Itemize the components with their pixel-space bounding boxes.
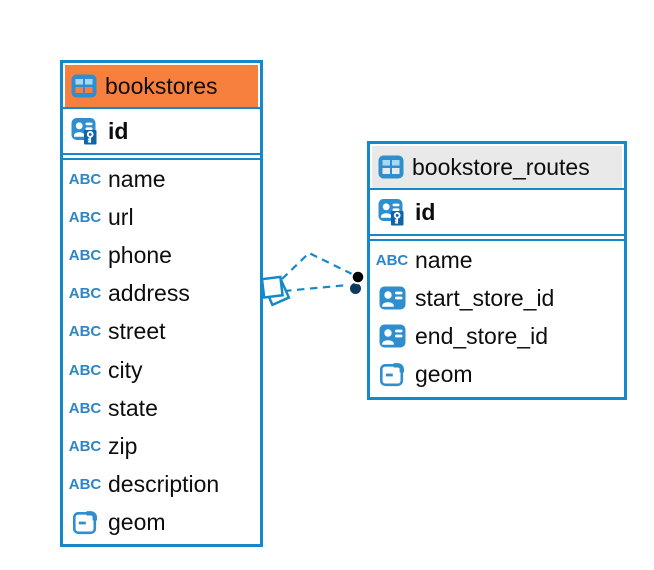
- table-icon: [71, 74, 97, 98]
- reference-icon: [375, 322, 409, 350]
- text-icon: ABC: [68, 399, 102, 417]
- column-row-phone[interactable]: ABC phone: [65, 236, 258, 274]
- column-name: url: [108, 203, 134, 230]
- text-icon: ABC: [375, 251, 409, 269]
- column-name: description: [108, 471, 220, 498]
- text-icon: ABC: [68, 476, 102, 494]
- relationship-target-marker-circles[interactable]: [348, 269, 366, 296]
- entity-header-bookstore-routes[interactable]: bookstore_routes: [372, 146, 622, 188]
- entity-title: bookstore_routes: [412, 153, 590, 180]
- text-icon: ABC: [68, 170, 102, 188]
- relationship-line-1[interactable]: [281, 251, 353, 280]
- header-separator: [63, 107, 260, 109]
- column-row-geom[interactable]: geom: [65, 504, 258, 542]
- column-row-zip[interactable]: ABC zip: [65, 427, 258, 465]
- column-row-state[interactable]: ABC state: [65, 389, 258, 427]
- column-row-id[interactable]: id: [372, 190, 622, 234]
- relationship-line-2[interactable]: [283, 283, 349, 293]
- key-separator: [63, 153, 260, 160]
- column-row-url[interactable]: ABC url: [65, 198, 258, 236]
- column-row-geom[interactable]: geom: [372, 356, 622, 394]
- column-row-name[interactable]: ABC name: [65, 160, 258, 198]
- column-row-address[interactable]: ABC address: [65, 275, 258, 313]
- column-name: id: [108, 117, 129, 144]
- text-icon: ABC: [68, 437, 102, 455]
- relationship-source-marker-squares[interactable]: [260, 275, 291, 307]
- geometry-icon: [375, 361, 409, 389]
- reference-icon: [375, 284, 409, 312]
- key-separator: [370, 234, 624, 241]
- text-icon: ABC: [68, 361, 102, 379]
- column-name: zip: [108, 432, 138, 459]
- column-row-start_store_id[interactable]: start_store_id: [372, 279, 622, 317]
- header-separator: [370, 188, 624, 190]
- column-row-name[interactable]: ABC name: [372, 241, 622, 279]
- column-name: address: [108, 280, 190, 307]
- column-name: end_store_id: [415, 322, 548, 349]
- column-row-city[interactable]: ABC city: [65, 351, 258, 389]
- column-name: geom: [108, 509, 166, 536]
- column-name: start_store_id: [415, 284, 555, 311]
- column-name: phone: [108, 241, 172, 268]
- column-row-description[interactable]: ABC description: [65, 466, 258, 504]
- column-name: name: [108, 165, 166, 192]
- entity-bookstore-routes[interactable]: bookstore_routes id ABC name start_store_i…: [367, 141, 627, 400]
- column-row-street[interactable]: ABC street: [65, 313, 258, 351]
- column-name: name: [415, 246, 473, 273]
- column-name: city: [108, 356, 143, 383]
- table-icon: [378, 155, 404, 179]
- geometry-icon: [68, 509, 102, 537]
- primary-key-icon: [68, 117, 102, 145]
- column-row-id[interactable]: id: [65, 109, 258, 153]
- column-name: street: [108, 318, 166, 345]
- entity-header-bookstores[interactable]: bookstores: [65, 65, 258, 107]
- column-name: id: [415, 198, 436, 225]
- text-icon: ABC: [68, 285, 102, 303]
- column-row-end_store_id[interactable]: end_store_id: [372, 317, 622, 355]
- column-name: geom: [415, 361, 473, 388]
- text-icon: ABC: [68, 246, 102, 264]
- primary-key-icon: [375, 198, 409, 226]
- entity-title: bookstores: [105, 72, 218, 99]
- column-name: state: [108, 394, 158, 421]
- key-column-list: id: [65, 109, 258, 153]
- key-column-list: id: [372, 190, 622, 234]
- text-icon: ABC: [68, 208, 102, 226]
- text-icon: ABC: [68, 323, 102, 341]
